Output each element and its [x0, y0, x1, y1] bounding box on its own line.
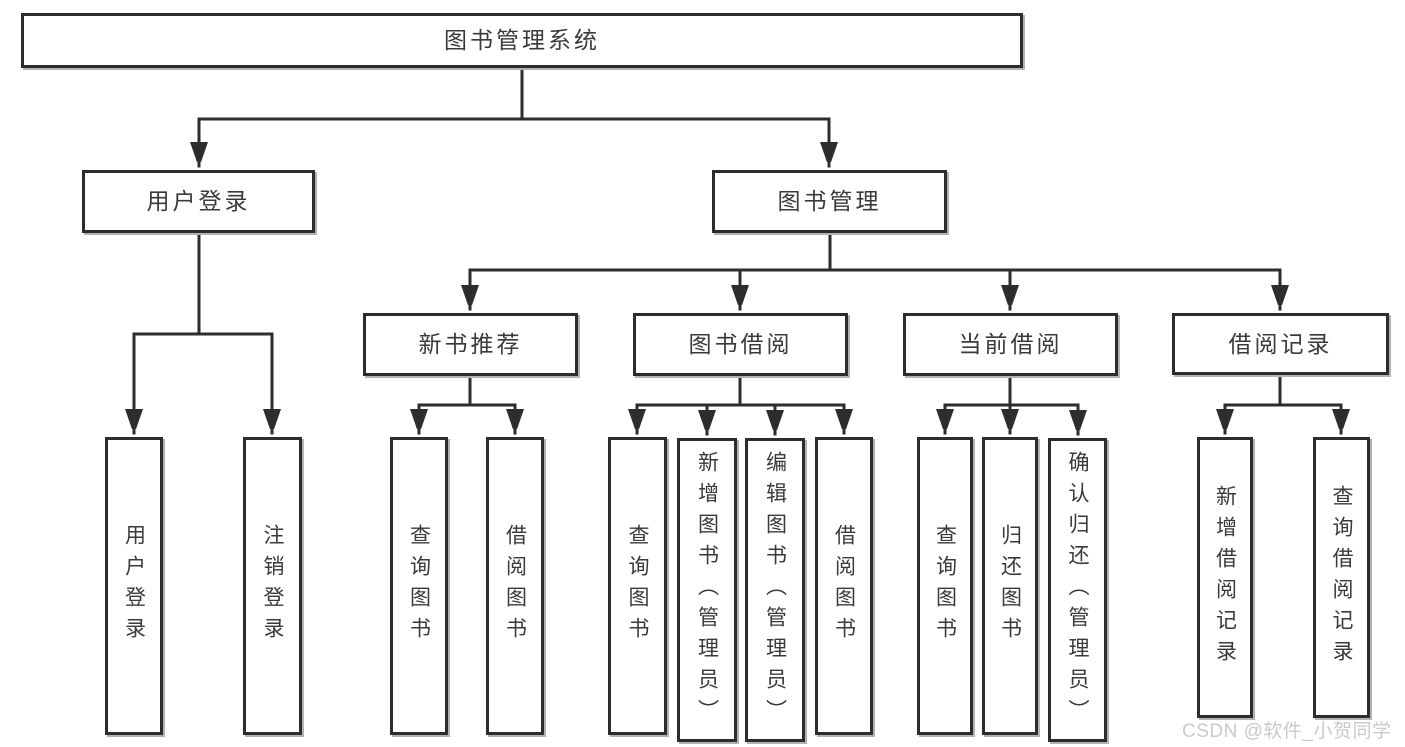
- node-bb-borrow-label: 借阅图书: [832, 524, 856, 648]
- node-borrow-records: 借阅记录: [1172, 313, 1389, 375]
- csdn-watermark: CSDN @软件_小贺同学: [1182, 721, 1392, 742]
- node-leaf-login: 用户登录: [105, 437, 163, 735]
- node-cb-query-label: 查询图书: [933, 524, 957, 648]
- node-br-query: 查询借阅记录: [1313, 437, 1370, 718]
- node-nb-borrow: 借阅图书: [486, 437, 544, 735]
- node-root: 图书管理系统: [21, 13, 1023, 68]
- node-borrow-records-label: 借阅记录: [1228, 330, 1333, 357]
- node-book-mgmt: 图书管理: [712, 170, 947, 233]
- node-user-login-label: 用户登录: [146, 188, 251, 214]
- node-cb-return-label: 归还图书: [998, 524, 1022, 648]
- node-current-borrow-label: 当前借阅: [958, 331, 1063, 357]
- node-user-login: 用户登录: [82, 170, 315, 233]
- node-leaf-logout: 注销登录: [243, 437, 302, 735]
- node-new-books: 新书推荐: [363, 313, 578, 376]
- node-bb-add-label: 新增图书（管理员）: [695, 450, 719, 730]
- node-bb-query: 查询图书: [608, 437, 667, 735]
- node-cb-return: 归还图书: [982, 437, 1038, 735]
- node-bb-query-label: 查询图书: [626, 524, 649, 648]
- node-current-borrow: 当前借阅: [903, 313, 1118, 376]
- node-bb-edit: 编辑图书（管理员）: [745, 438, 805, 742]
- node-book-borrow-label: 图书借阅: [688, 331, 793, 357]
- node-cb-query: 查询图书: [917, 437, 973, 735]
- node-book-borrow: 图书借阅: [633, 313, 848, 376]
- node-leaf-logout-label: 注销登录: [261, 524, 284, 648]
- node-book-mgmt-label: 图书管理: [777, 188, 882, 214]
- node-br-add: 新增借阅记录: [1197, 437, 1253, 718]
- node-bb-add: 新增图书（管理员）: [677, 438, 737, 742]
- node-root-label: 图书管理系统: [444, 27, 600, 53]
- node-bb-edit-label: 编辑图书（管理员）: [763, 450, 787, 730]
- node-cb-confirm: 确认归还（管理员）: [1048, 438, 1107, 742]
- node-nb-borrow-label: 借阅图书: [503, 524, 527, 648]
- node-nb-query: 查询图书: [390, 437, 448, 735]
- node-br-add-label: 新增借阅记录: [1213, 484, 1237, 671]
- node-leaf-login-label: 用户登录: [122, 524, 146, 648]
- node-cb-confirm-label: 确认归还（管理员）: [1066, 450, 1089, 730]
- node-nb-query-label: 查询图书: [407, 524, 431, 648]
- node-new-books-label: 新书推荐: [418, 331, 523, 357]
- node-bb-borrow: 借阅图书: [815, 437, 873, 735]
- node-br-query-label: 查询借阅记录: [1330, 484, 1353, 671]
